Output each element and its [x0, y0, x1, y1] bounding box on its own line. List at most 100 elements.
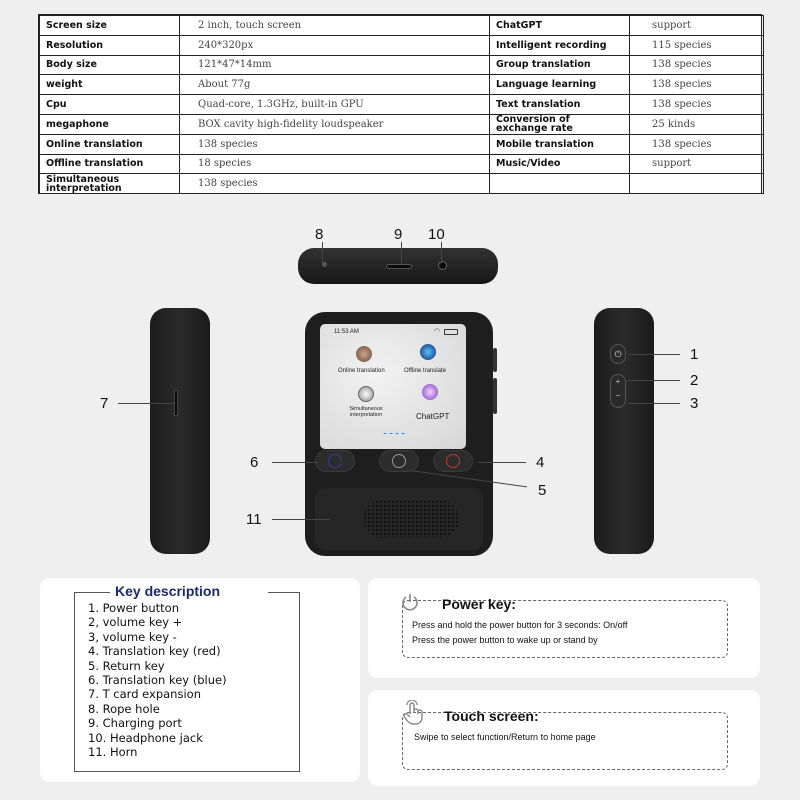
horn-grille	[315, 488, 483, 550]
touch-screen-line1: Swipe to select function/Return to home …	[414, 732, 596, 742]
power-key-card: Power key: Press and hold the power butt…	[368, 578, 760, 678]
spec-value: 115 species	[629, 34, 764, 56]
callout-7: 7	[100, 395, 109, 412]
callout-4: 4	[536, 454, 545, 471]
return-key	[379, 450, 419, 472]
screen-time: 11:53 AM	[334, 329, 359, 335]
device-top-view	[298, 248, 498, 284]
offline-translate-icon	[420, 344, 436, 360]
spec-value: 2 inch, touch screen	[179, 15, 490, 36]
callout-8: 8	[315, 226, 324, 243]
power-key-line2: Press the power button to wake up or sta…	[412, 635, 598, 645]
callout-3: 3	[690, 395, 699, 412]
wifi-icon: ◠	[433, 328, 440, 335]
spec-label: Intelligent recording	[489, 34, 630, 56]
power-key-line1: Press and hold the power button for 3 se…	[412, 620, 628, 630]
spec-label: Screen size	[39, 15, 180, 36]
key-item: 7. T card expansion	[88, 687, 201, 702]
key-item: 3, volume key -	[88, 629, 177, 644]
spec-value: 138 species	[629, 94, 764, 115]
side-button-bottom	[493, 378, 497, 414]
spec-value: 18 species	[179, 153, 490, 175]
key-item: 11. Horn	[88, 745, 138, 760]
spec-label: Simultaneous interpretation	[39, 173, 180, 195]
spec-value: support	[629, 15, 764, 36]
spec-value: 25 kinds	[629, 113, 764, 135]
device-front-view: 11:53 AM ◠ Online translation Offline tr…	[305, 312, 497, 556]
spec-label: Language learning	[489, 74, 630, 96]
spec-value: 240*320px	[179, 34, 490, 56]
charging-port	[386, 264, 412, 269]
spec-label: Mobile translation	[489, 133, 630, 155]
spec-value: 138 species	[629, 133, 764, 155]
power-side-button: ⏻	[610, 344, 626, 364]
spec-label: Music/Video	[489, 153, 630, 175]
app-label-chatgpt: ChatGPT	[416, 412, 450, 421]
spec-label: weight	[39, 74, 180, 96]
spec-value: 138 species	[179, 133, 490, 155]
spec-label: Cpu	[39, 94, 180, 115]
app-label-online: Online translation	[338, 368, 385, 374]
battery-icon	[444, 329, 458, 335]
side-button-top	[493, 348, 497, 372]
spec-label: megaphone	[39, 113, 180, 135]
spec-value: BOX cavity high-fidelity loudspeaker	[179, 113, 490, 135]
spec-label: Conversion of exchange rate	[489, 113, 630, 135]
callout-5: 5	[538, 482, 547, 499]
spec-value: About 77g	[179, 74, 490, 96]
rope-hole	[322, 262, 327, 267]
spec-label: Text translation	[489, 94, 630, 115]
spec-label	[489, 173, 630, 195]
hand-tap-icon	[403, 700, 423, 725]
online-translation-icon	[356, 346, 372, 362]
callout-9: 9	[394, 226, 403, 243]
device-screen: 11:53 AM ◠ Online translation Offline tr…	[320, 324, 466, 449]
spec-value: support	[629, 153, 764, 175]
spec-label: Group translation	[489, 54, 630, 76]
spec-value: 138 species	[179, 173, 490, 195]
callout-10: 10	[428, 226, 445, 243]
spec-label: ChatGPT	[489, 15, 630, 36]
spec-label: Online translation	[39, 133, 180, 155]
device-left-view	[150, 308, 210, 554]
key-description-title: Key description	[115, 583, 221, 599]
key-item: 4. Translation key (red)	[88, 644, 221, 659]
callout-11: 11	[246, 511, 262, 528]
touch-screen-title: Touch screen:	[444, 708, 539, 724]
headphone-jack	[438, 261, 447, 270]
callout-6: 6	[250, 454, 259, 471]
spec-value: 138 species	[629, 54, 764, 76]
key-item: 1. Power button	[88, 601, 179, 615]
device-right-view: ⏻ +−	[594, 308, 654, 554]
key-item: 9. Charging port	[88, 716, 182, 731]
spec-value	[629, 173, 764, 195]
spec-value: 138 species	[629, 74, 764, 96]
chatgpt-icon	[422, 384, 438, 400]
simultaneous-interpretation-icon	[358, 386, 374, 402]
spec-label: Body size	[39, 54, 180, 76]
key-item: 8. Rope hole	[88, 701, 160, 716]
app-label-offline: Offline translate	[404, 368, 446, 374]
spec-value: 121*47*14mm	[179, 54, 490, 76]
key-list: 1. Power button 2, volume key + 3, volum…	[88, 601, 227, 759]
spec-value: Quad-core, 1.3GHz, built-in GPU	[179, 94, 490, 115]
key-item: 10. Headphone jack	[88, 730, 203, 745]
key-item: 5. Return key	[88, 658, 165, 673]
callout-1: 1	[690, 346, 699, 363]
volume-rocker: +−	[610, 374, 626, 408]
callout-2: 2	[690, 372, 699, 389]
app-label-simultaneous: Simultaneous interpretation	[349, 406, 383, 418]
page-indicator	[382, 432, 406, 435]
spec-label: Offline translation	[39, 153, 180, 175]
spec-label: Resolution	[39, 34, 180, 56]
translation-key-red	[433, 450, 473, 472]
